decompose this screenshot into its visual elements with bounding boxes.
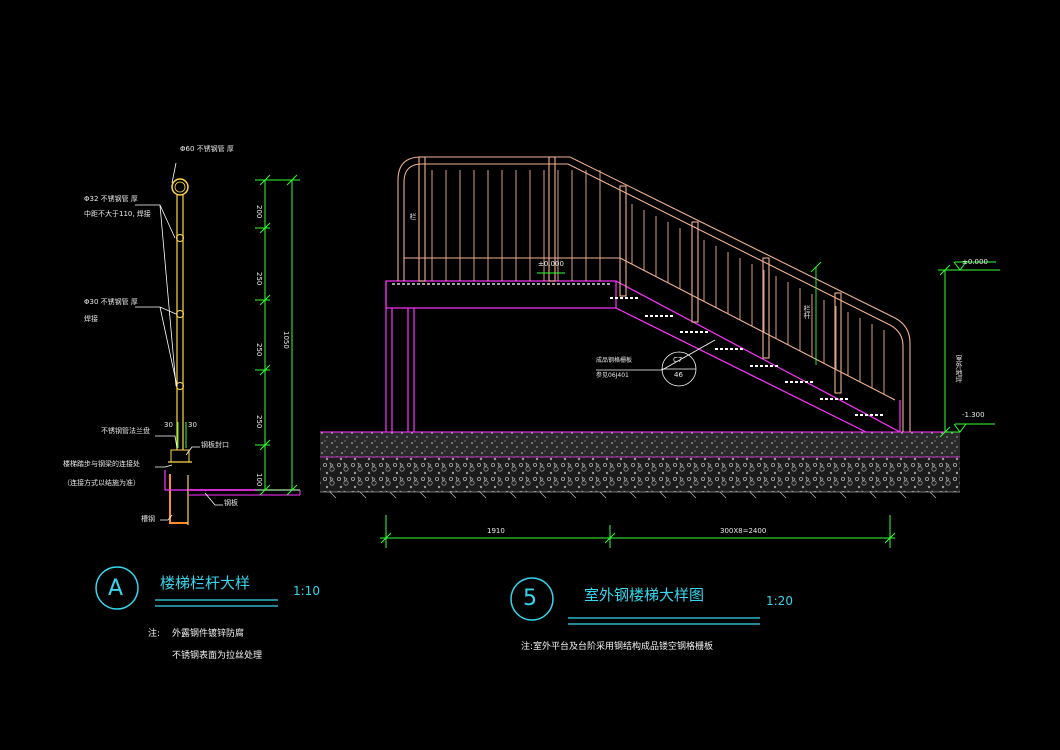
- detail-bubble-5: [510, 577, 554, 621]
- bubble-a-label: A: [108, 576, 124, 601]
- detail-a-note-lead: 注:: [148, 629, 161, 639]
- detail-a-title: 楼梯栏杆大样: [160, 574, 251, 592]
- dim-30-b: 30: [188, 421, 197, 429]
- railing-section-detail: [135, 162, 301, 525]
- detail-5-note: 注:室外平台及台阶采用钢结构成品镂空钢格栅板: [521, 642, 714, 652]
- grating-callout: [596, 339, 716, 387]
- bubble-5-label: 5: [523, 586, 537, 611]
- platform-steel-frame: [385, 280, 901, 433]
- ground-gravel-layer: [320, 457, 960, 492]
- detail-5-scale: 1:20: [766, 594, 793, 608]
- joint-label-2: （连接方式以结施为准）: [63, 479, 140, 487]
- channel-label: 槽钢: [141, 515, 155, 523]
- dim-100: 100: [255, 473, 263, 487]
- mid-rail-label-1: Φ32 不锈钢管 厚: [84, 195, 138, 203]
- dim-250-c: 250: [255, 415, 263, 429]
- joint-label-1: 楼梯踏步与钢梁的连接处: [63, 460, 140, 468]
- detail-bubble-a: [95, 566, 139, 610]
- title-block-a: [95, 566, 278, 610]
- post-label-1: Φ30 不锈钢管 厚: [84, 298, 138, 306]
- callout-top: C7: [673, 356, 683, 364]
- flange-label: 不锈钢管法兰盘: [101, 427, 150, 435]
- title-block-5: [510, 577, 760, 625]
- rail-vertical-left: 栏: [409, 213, 417, 220]
- top-rail-circle: [171, 178, 189, 196]
- dim-200: 200: [255, 205, 263, 219]
- dim-total-1050: 1050: [282, 331, 290, 349]
- platform-level: ±0.000: [538, 260, 564, 268]
- bottom-dimension-line: [380, 515, 896, 548]
- dim-1910: 1910: [487, 527, 505, 535]
- stair-balusters: [631, 204, 885, 395]
- plate-label: 钢板: [224, 499, 238, 507]
- dim-250-b: 250: [255, 343, 263, 357]
- dim-2400: 300X8=2400: [720, 527, 767, 535]
- top-rail-label: Φ60 不锈钢管 厚: [180, 145, 234, 153]
- right-level-top: ±0.000: [962, 258, 988, 266]
- callout-bottom: 46: [674, 371, 683, 379]
- detail-a-note-2: 不锈钢表面为拉丝处理: [172, 651, 263, 661]
- callout-line-2: 参见06J401: [596, 372, 629, 379]
- callout-line-1: 成品钢格栅板: [596, 357, 633, 364]
- handrail: [397, 156, 911, 432]
- detail-a-note-1: 外露钢件镀锌防腐: [172, 629, 245, 639]
- cap-plate-label: 钢板封口: [201, 441, 229, 449]
- ground-concrete-layer: [320, 432, 960, 457]
- detail-a-scale: 1:10: [293, 584, 320, 598]
- stair-treads: [610, 297, 885, 416]
- right-level-dimension: [938, 261, 1000, 438]
- post-label-2: 焊接: [84, 315, 98, 323]
- mid-rail-label-2: 中距不大于110, 焊接: [84, 210, 151, 218]
- right-vertical-label: 室外地坪: [955, 355, 963, 383]
- platform-balusters: [431, 170, 601, 281]
- right-level-bottom: -1.300: [962, 411, 985, 419]
- rail-vertical-mid: 栏杆: [803, 305, 811, 319]
- dim-250-a: 250: [255, 272, 263, 286]
- stair-elevation-detail: [320, 156, 1000, 548]
- railing-dimension-chain: [177, 174, 300, 496]
- detail-5-title: 室外钢楼梯大样图: [584, 586, 705, 604]
- dim-30-a: 30: [164, 421, 173, 429]
